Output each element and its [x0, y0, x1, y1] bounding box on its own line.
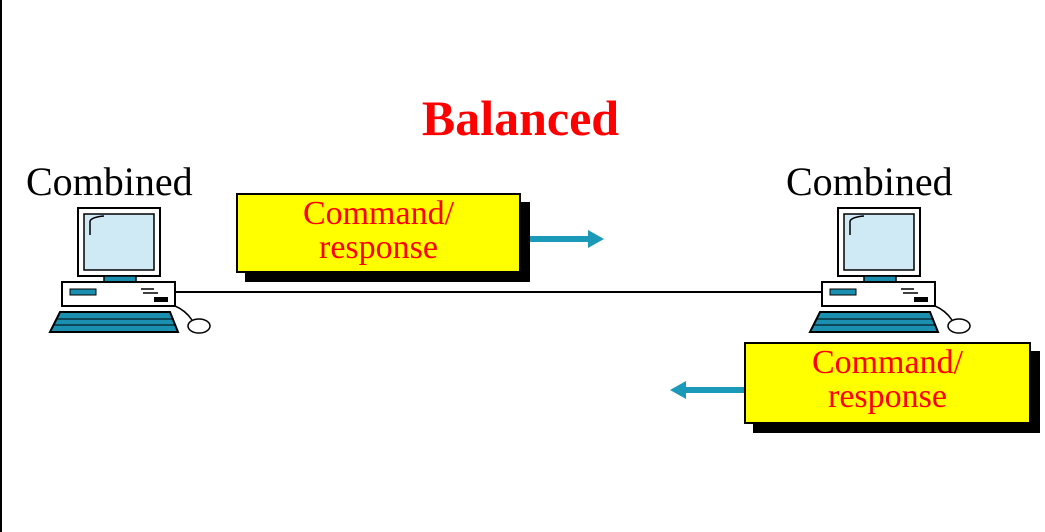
- keyboard: [808, 311, 940, 333]
- page-left-border: [0, 0, 2, 532]
- desktop-computer-icon: [48, 207, 211, 334]
- diagram-title: Balanced: [0, 88, 1045, 148]
- desktop-computer-icon: [808, 207, 971, 334]
- arrow-right-icon: [530, 230, 604, 248]
- keyboard: [48, 311, 180, 333]
- frame-box-outbound-line2: response: [319, 229, 438, 266]
- link-line: [175, 291, 825, 293]
- arrow-left-icon: [670, 381, 744, 399]
- mouse: [187, 318, 211, 334]
- monitor-screen: [843, 213, 915, 271]
- frame-box-inbound-line2: response: [828, 378, 947, 415]
- frame-box-outbound: Command/ response: [236, 193, 521, 273]
- monitor-screen: [83, 213, 155, 271]
- frame-box-inbound-line1: Command/: [811, 344, 964, 381]
- frame-box-inbound: Command/ response: [744, 342, 1031, 424]
- frame-box-outbound-line1: Command/: [302, 195, 455, 232]
- station-label-left: Combined: [26, 159, 193, 204]
- mouse: [947, 318, 971, 334]
- station-label-right: Combined: [786, 159, 953, 204]
- diagram-title-text: Balanced: [421, 90, 620, 146]
